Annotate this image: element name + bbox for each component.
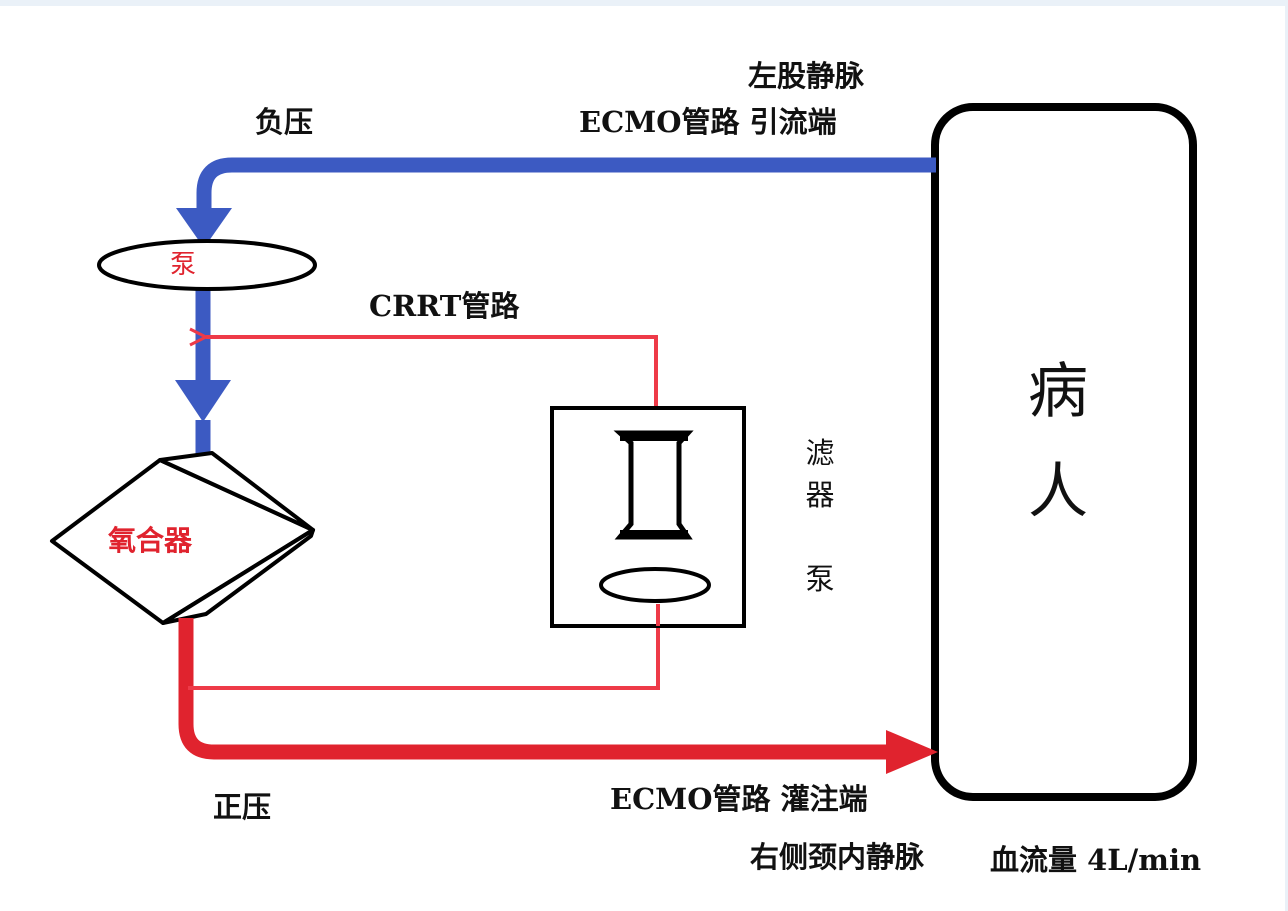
drainage-line xyxy=(196,157,936,232)
ecmo-pump-ellipse xyxy=(97,239,317,291)
negative-pressure-label: 负压 xyxy=(255,105,314,139)
crrt-outflow-line xyxy=(188,606,658,690)
filter-cartridge xyxy=(613,430,694,540)
crrt-return-line xyxy=(206,337,658,432)
oxygenator-top-face xyxy=(158,451,315,532)
pump-outlet-arrowhead xyxy=(175,380,231,422)
oxygenator-label: 氧合器 xyxy=(108,524,193,557)
patient-box xyxy=(931,103,1197,801)
crrt-pump-ellipse xyxy=(599,567,711,603)
crrt-tube-label: CRRT管路 xyxy=(369,289,520,323)
patient-label: 病 人 xyxy=(1028,357,1088,527)
drainage-tube-label: ECMO管路 引流端 xyxy=(579,105,837,139)
perfusion-arrowhead xyxy=(886,730,938,774)
crrt-device-label: 滤 器 泵 xyxy=(805,436,835,596)
drainage-arrowhead xyxy=(176,208,232,248)
positive-pressure-label: 正压 xyxy=(213,790,272,824)
ecmo-pump-label: 泵 xyxy=(170,250,197,280)
oxygenator-side-face xyxy=(161,528,315,625)
perfusion-tube-label: ECMO管路 灌注端 xyxy=(610,782,868,816)
perfusion-line xyxy=(178,618,892,760)
perfusion-vein-label: 右侧颈内静脉 xyxy=(750,840,925,874)
blood-flow-label: 血流量 4L/min xyxy=(990,843,1202,877)
drainage-vein-label: 左股静脉 xyxy=(748,59,865,93)
right-border-strip xyxy=(1285,0,1288,911)
top-border-strip xyxy=(0,0,1288,6)
